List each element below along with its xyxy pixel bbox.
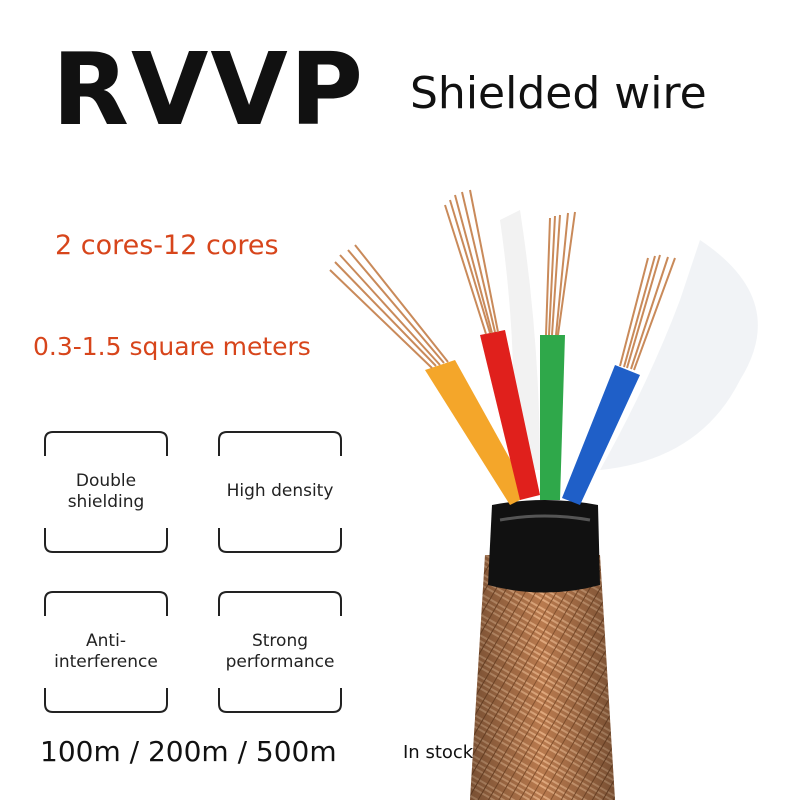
yellow-wire	[425, 360, 530, 505]
feature-box-high-density: High density	[217, 430, 343, 554]
feature-label: Double shielding	[67, 470, 145, 512]
product-subtitle: Shielded wire	[410, 68, 707, 119]
product-title: RVVP	[52, 31, 366, 148]
red-wire	[480, 330, 540, 500]
feature-box-double-shielding: Double shielding	[43, 430, 169, 554]
spec-cores: 2 cores-12 cores	[55, 230, 279, 261]
available-lengths: 100m / 200m / 500m	[40, 735, 337, 768]
feature-label: High density	[226, 481, 334, 502]
spec-cross-section: 0.3-1.5 square meters	[33, 332, 311, 361]
feature-box-strong-performance: Strong performance	[217, 590, 343, 714]
shielded-cable-image	[329, 189, 758, 800]
stock-status: In stock	[403, 742, 474, 763]
copper-strands	[329, 189, 676, 371]
green-wire	[540, 335, 565, 500]
feature-label: Strong performance	[225, 630, 335, 672]
feature-label: Anti-interference	[54, 630, 158, 672]
black-jacket	[488, 500, 600, 593]
feature-box-anti-interference: Anti-interference	[43, 590, 169, 714]
blue-wire	[562, 365, 640, 505]
